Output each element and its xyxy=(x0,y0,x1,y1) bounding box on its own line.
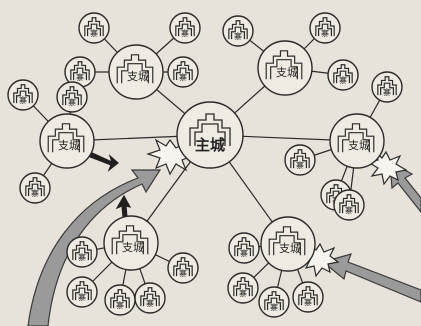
fort-label: 寨 xyxy=(270,302,278,312)
fort-label: 寨 xyxy=(240,248,248,258)
branch-castle-right: 支城 xyxy=(329,113,385,169)
fort-node: 寨 xyxy=(134,282,166,314)
fort-node: 寨 xyxy=(327,59,359,91)
fort-circle xyxy=(7,79,39,111)
fort-circle xyxy=(309,12,341,44)
fort-label: 寨 xyxy=(234,31,242,41)
fort-node: 寨 xyxy=(66,276,98,308)
branch-castle-topleft: 支城 xyxy=(108,44,164,100)
fort-node: 寨 xyxy=(228,232,260,264)
branch-castle-label: 支城 xyxy=(348,139,370,152)
fort-node: 寨 xyxy=(19,172,51,204)
branch-castle-label: 支城 xyxy=(58,139,80,152)
fort-label: 寨 xyxy=(31,188,39,198)
fort-node: 寨 xyxy=(292,281,324,313)
fort-label: 寨 xyxy=(304,297,312,307)
fort-label: 寨 xyxy=(78,252,86,262)
fort-circle xyxy=(258,286,290,318)
branch-castle-topright: 支城 xyxy=(257,40,313,96)
fort-node: 寨 xyxy=(56,81,88,113)
fort-node: 寨 xyxy=(167,56,199,88)
fort-node: 寨 xyxy=(78,12,110,44)
fort-label: 寨 xyxy=(76,72,84,82)
fort-circle xyxy=(292,281,324,313)
branch-castle-left: 支城 xyxy=(39,113,95,169)
fort-node: 寨 xyxy=(333,189,365,221)
fort-circle xyxy=(227,272,259,304)
fort-circle xyxy=(333,189,365,221)
fort-label: 寨 xyxy=(179,268,187,278)
fort-node: 寨 xyxy=(169,12,201,44)
branch-castle-label: 支城 xyxy=(122,241,144,254)
fort-circle xyxy=(371,71,403,103)
fort-label: 寨 xyxy=(68,97,76,107)
fort-circle xyxy=(228,232,260,264)
fort-node: 寨 xyxy=(167,252,199,284)
fort-label: 寨 xyxy=(90,28,98,38)
main-castle-label: 主城 xyxy=(195,136,225,154)
fort-label: 寨 xyxy=(116,300,124,310)
fort-node: 寨 xyxy=(284,144,316,176)
fort-label: 寨 xyxy=(239,288,247,298)
branch-castle-label: 支城 xyxy=(276,66,298,79)
fort-node: 寨 xyxy=(258,286,290,318)
fort-circle xyxy=(327,59,359,91)
fort-label: 寨 xyxy=(146,298,154,308)
main-castle-circle xyxy=(176,101,244,169)
fort-label: 寨 xyxy=(345,205,353,215)
fort-circle xyxy=(66,276,98,308)
fort-label: 寨 xyxy=(179,72,187,82)
attack-arrow-icon xyxy=(87,151,119,172)
fort-circle xyxy=(167,252,199,284)
fort-circle xyxy=(56,81,88,113)
branch-castle-label: 支城 xyxy=(279,242,301,255)
attack-arrows xyxy=(27,151,421,326)
fort-node: 寨 xyxy=(309,12,341,44)
fort-circle xyxy=(66,236,98,268)
fort-circle xyxy=(222,15,254,47)
fort-circle xyxy=(78,12,110,44)
fort-node: 寨 xyxy=(7,79,39,111)
fort-label: 寨 xyxy=(321,28,329,38)
fort-circle xyxy=(284,144,316,176)
branch-castle-bottomleft: 支城 xyxy=(103,215,159,271)
branch-castle-bottomright: 支城 xyxy=(260,216,316,272)
fort-nodes: 寨寨寨寨寨寨寨寨寨寨寨寨寨寨寨寨寨寨寨寨寨寨寨 xyxy=(7,12,403,318)
fort-label: 寨 xyxy=(19,95,27,105)
attack-arrow-icon xyxy=(321,253,421,303)
main-castle-node: 主城 xyxy=(176,101,244,169)
fort-node: 寨 xyxy=(222,15,254,47)
attack-arrow-icon xyxy=(27,169,162,326)
branch-castle-label: 支城 xyxy=(127,70,149,83)
fort-label: 寨 xyxy=(296,160,304,170)
fort-node: 寨 xyxy=(104,284,136,316)
fort-label: 寨 xyxy=(383,87,391,97)
fort-node: 寨 xyxy=(227,272,259,304)
fort-node: 寨 xyxy=(371,71,403,103)
fort-label: 寨 xyxy=(181,28,189,38)
fort-circle xyxy=(169,12,201,44)
fort-circle xyxy=(19,172,51,204)
fort-circle xyxy=(134,282,166,314)
fort-label: 寨 xyxy=(339,75,347,85)
fort-node: 寨 xyxy=(66,236,98,268)
fort-label: 寨 xyxy=(78,292,86,302)
fort-circle xyxy=(167,56,199,88)
